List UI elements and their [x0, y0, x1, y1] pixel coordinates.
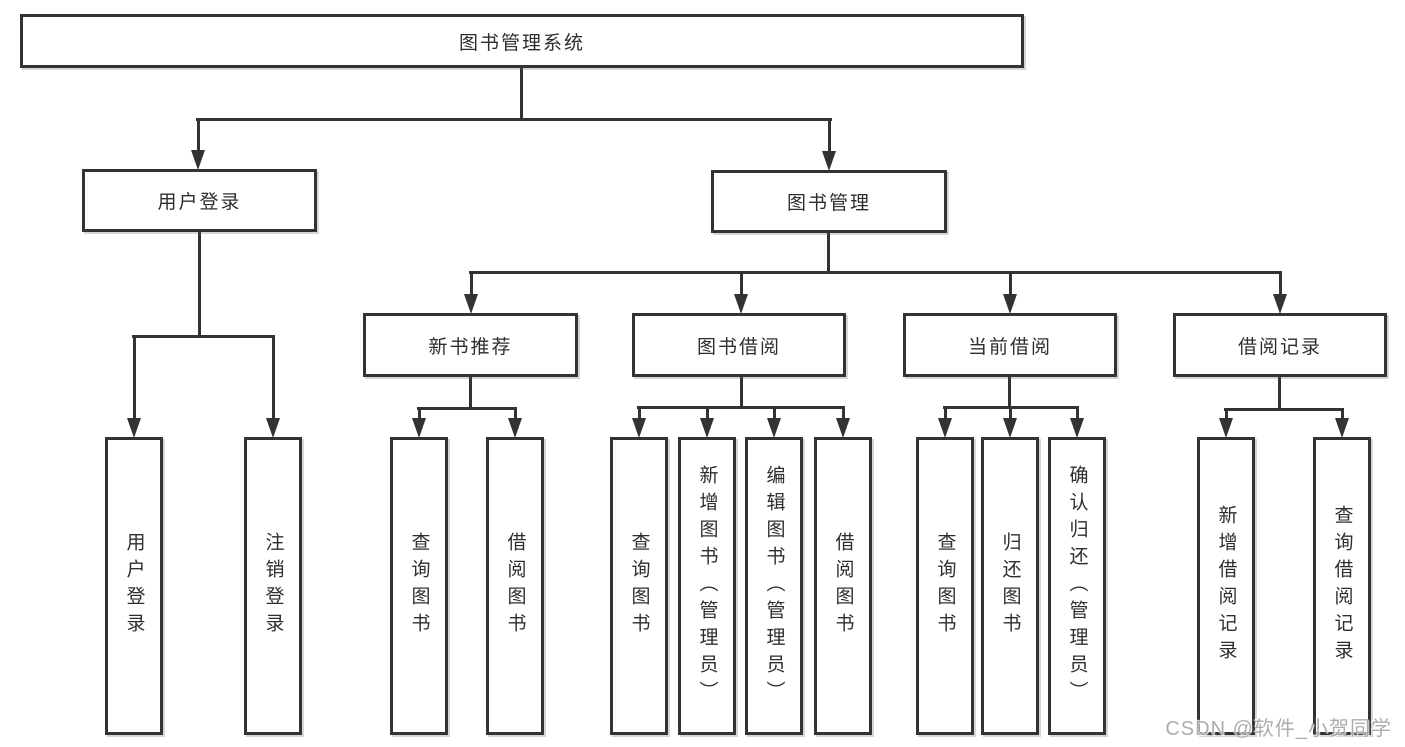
- arrow-stem: [1279, 271, 1282, 306]
- arrowhead-icon: [508, 418, 522, 438]
- node-current-borrowing: 当前借阅: [903, 313, 1117, 377]
- connector-line: [469, 377, 472, 409]
- arrowhead-icon: [822, 151, 836, 171]
- csdn-watermark: CSDN @软件_小贺同学: [1165, 718, 1392, 740]
- arrowhead-icon: [734, 294, 748, 314]
- arrowhead-icon: [632, 418, 646, 438]
- node-label: 注销登录: [262, 532, 284, 640]
- connector-line: [196, 118, 832, 121]
- arrowhead-icon: [700, 418, 714, 438]
- arrow-stem: [828, 118, 831, 163]
- arrowhead-icon: [938, 418, 952, 438]
- connector-line: [417, 407, 517, 410]
- arrowhead-icon: [836, 418, 850, 438]
- arrow-stem: [740, 271, 743, 306]
- connector-line: [520, 68, 523, 118]
- connector-line: [827, 233, 830, 273]
- arrowhead-icon: [412, 418, 426, 438]
- node-label: 新增借阅记录: [1215, 505, 1237, 667]
- node-label: 借阅记录: [1237, 336, 1322, 358]
- connector-line: [1224, 408, 1344, 411]
- node-leaf-confirm-return-admin: 确认归还（管理员）: [1048, 437, 1106, 735]
- arrow-stem: [272, 335, 275, 430]
- node-root-system: 图书管理系统: [20, 14, 1024, 68]
- node-label: 图书借阅: [696, 336, 781, 358]
- node-book-management: 图书管理: [711, 170, 947, 233]
- node-label: 查询图书: [934, 532, 956, 640]
- node-leaf-query-borrow-record: 查询借阅记录: [1313, 437, 1371, 735]
- arrowhead-icon: [127, 418, 141, 438]
- arrowhead-icon: [464, 294, 478, 314]
- node-label: 图书管理: [786, 193, 871, 214]
- arrow-stem: [470, 271, 473, 306]
- node-label: 查询图书: [628, 532, 650, 640]
- arrow-stem: [197, 118, 200, 162]
- node-label: 用户登录: [157, 192, 242, 213]
- arrowhead-icon: [1003, 294, 1017, 314]
- node-leaf-return-books: 归还图书: [981, 437, 1039, 735]
- arrowhead-icon: [1070, 418, 1084, 438]
- node-leaf-query-books-current: 查询图书: [916, 437, 974, 735]
- arrowhead-icon: [1273, 294, 1287, 314]
- arrowhead-icon: [266, 418, 280, 438]
- node-label: 图书管理系统: [458, 32, 585, 54]
- node-leaf-add-borrow-record: 新增借阅记录: [1197, 437, 1255, 735]
- node-label: 新书推荐: [428, 336, 513, 358]
- connector-line: [1278, 377, 1281, 410]
- node-label: 查询借阅记录: [1331, 505, 1353, 667]
- node-label: 查询图书: [408, 532, 430, 640]
- node-label: 借阅图书: [832, 532, 854, 640]
- arrowhead-icon: [767, 418, 781, 438]
- connector-line: [132, 335, 275, 338]
- node-label: 归还图书: [999, 532, 1021, 640]
- node-leaf-query-books-recommend: 查询图书: [390, 437, 448, 735]
- node-label: 借阅图书: [504, 532, 526, 640]
- node-user-login: 用户登录: [82, 169, 317, 232]
- node-book-borrowing: 图书借阅: [632, 313, 846, 377]
- arrowhead-icon: [1219, 418, 1233, 438]
- node-leaf-logout-login: 注销登录: [244, 437, 302, 735]
- arrow-stem: [1009, 271, 1012, 306]
- node-leaf-query-books-borrowing: 查询图书: [610, 437, 668, 735]
- connector-line: [198, 232, 201, 337]
- connector-line: [740, 377, 743, 408]
- node-label: 确认归还（管理员）: [1066, 464, 1088, 708]
- node-new-book-recommendation: 新书推荐: [363, 313, 578, 377]
- node-borrowing-records: 借阅记录: [1173, 313, 1387, 377]
- arrowhead-icon: [1003, 418, 1017, 438]
- node-leaf-user-login: 用户登录: [105, 437, 163, 735]
- arrow-stem: [133, 335, 136, 430]
- connector-line: [637, 406, 845, 409]
- node-leaf-edit-books-admin: 编辑图书（管理员）: [745, 437, 803, 735]
- node-label: 用户登录: [123, 532, 145, 640]
- node-label: 当前借阅: [967, 336, 1052, 358]
- node-label: 编辑图书（管理员）: [763, 464, 785, 708]
- node-label: 新增图书（管理员）: [696, 464, 718, 708]
- arrowhead-icon: [191, 150, 205, 170]
- connector-line: [469, 271, 1282, 274]
- connector-line: [1008, 377, 1011, 408]
- node-leaf-borrow-books-borrowing: 借阅图书: [814, 437, 872, 735]
- node-leaf-add-books-admin: 新增图书（管理员）: [678, 437, 736, 735]
- node-leaf-borrow-books-recommend: 借阅图书: [486, 437, 544, 735]
- arrowhead-icon: [1335, 418, 1349, 438]
